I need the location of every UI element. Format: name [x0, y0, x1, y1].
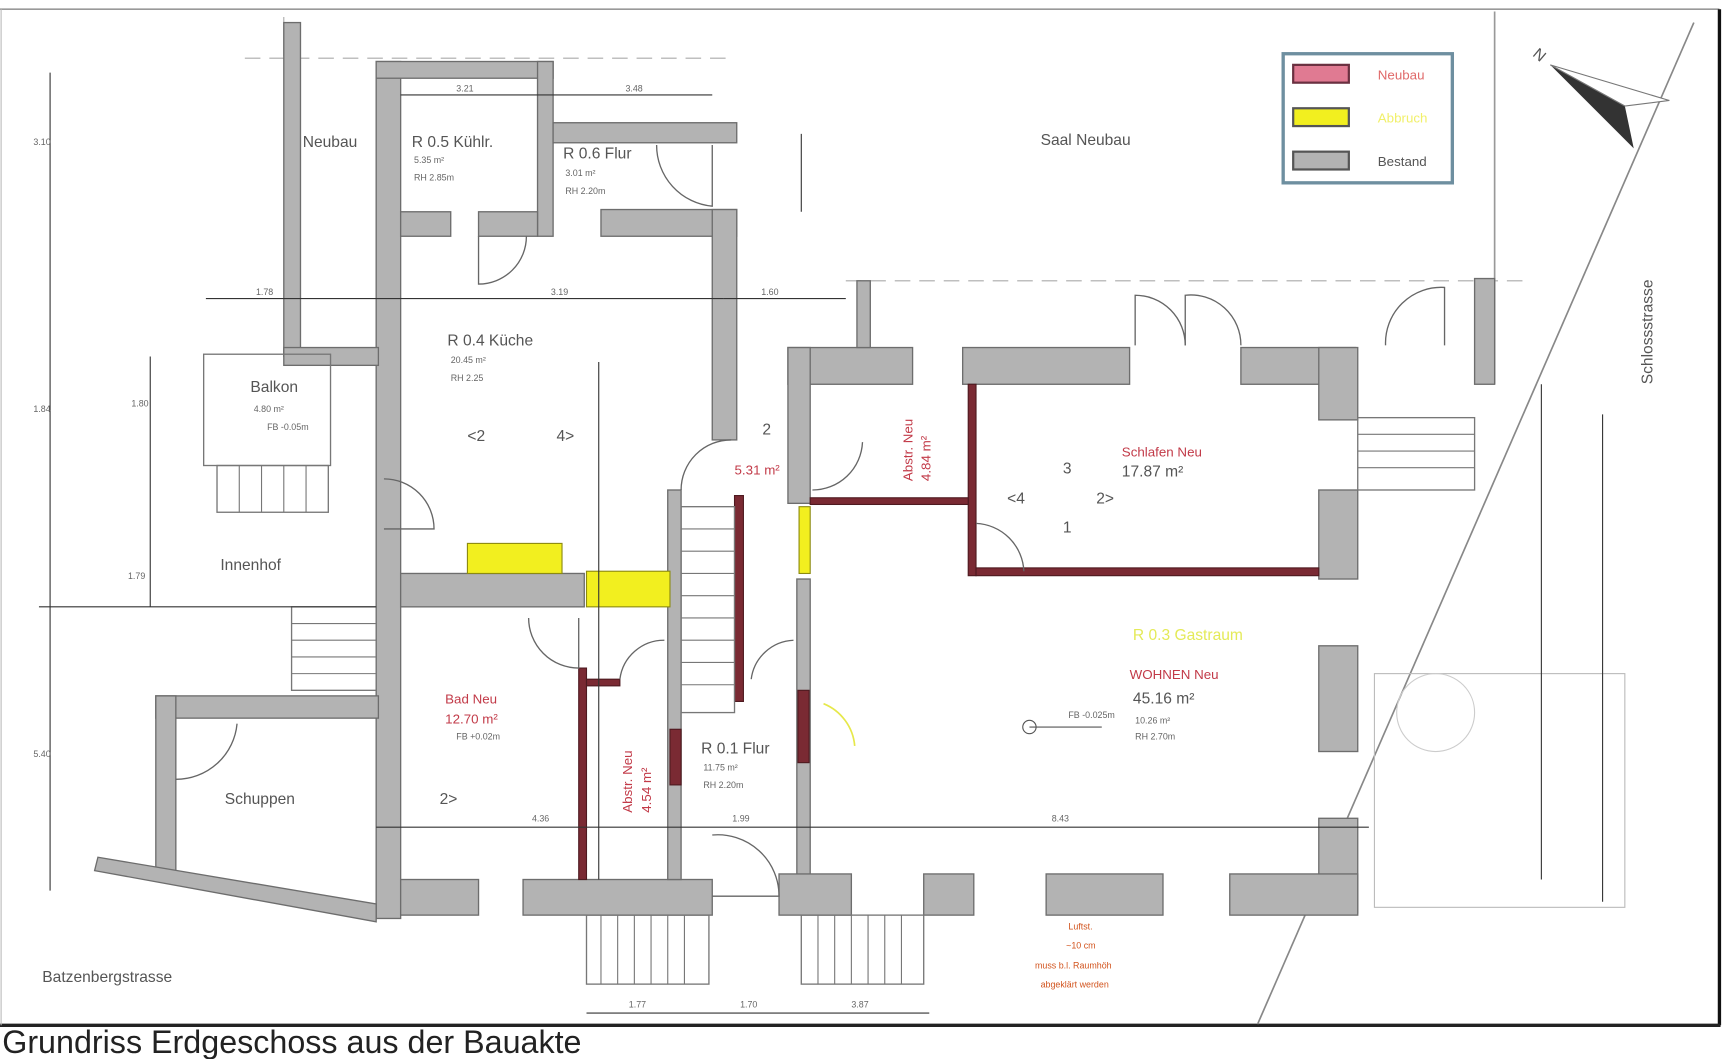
svg-text:Bad Neu: Bad Neu [445, 692, 497, 707]
area-neubau: Neubau [303, 134, 358, 151]
svg-text:2>: 2> [1096, 490, 1114, 507]
svg-text:1.78: 1.78 [256, 287, 273, 297]
legend: Neubau Abbruch Bestand [1281, 52, 1455, 185]
legend-swatch-abbruch [1292, 107, 1350, 128]
legend-label-abbruch: Abbruch [1378, 111, 1428, 126]
svg-text:4.36: 4.36 [532, 814, 549, 824]
svg-text:45.16 m²: 45.16 m² [1133, 691, 1194, 708]
svg-text:RH 2.70m: RH 2.70m [1135, 731, 1175, 741]
svg-text:muss b.l. Raumhöh: muss b.l. Raumhöh [1035, 961, 1112, 971]
labels: Neubau Saal Neubau Innenhof R 0.5 Kühlr.… [33, 84, 1656, 1010]
svg-text:3: 3 [1063, 460, 1072, 477]
svg-text:R 0.4 Küche: R 0.4 Küche [447, 332, 533, 349]
svg-text:1.84: 1.84 [33, 404, 50, 414]
svg-text:17.87 m²: 17.87 m² [1122, 464, 1183, 481]
svg-text:<2: <2 [467, 428, 485, 445]
svg-text:8.43: 8.43 [1052, 814, 1069, 824]
plan-frame [0, 8, 1722, 1027]
svg-text:Schlafen Neu: Schlafen Neu [1122, 445, 1202, 460]
svg-text:Balkon: Balkon [250, 379, 298, 396]
svg-text:12.70 m²: 12.70 m² [445, 712, 498, 727]
svg-text:1.77: 1.77 [629, 999, 646, 1009]
dimension-lines [38, 72, 1604, 1014]
svg-text:1.80: 1.80 [131, 399, 148, 409]
svg-text:20.45 m²: 20.45 m² [451, 355, 486, 365]
street-schlossstrasse: Schlossstrasse [1640, 280, 1657, 385]
svg-text:3.87: 3.87 [851, 999, 868, 1009]
svg-text:1.60: 1.60 [761, 287, 778, 297]
caption: Grundriss Erdgeschoss aus der Bauakte [2, 1024, 581, 1059]
svg-text:FB -0.025m: FB -0.025m [1068, 710, 1114, 720]
legend-swatch-neubau [1292, 63, 1350, 84]
svg-text:1.70: 1.70 [740, 999, 757, 1009]
svg-text:2: 2 [762, 421, 771, 438]
svg-text:Abstr. Neu: Abstr. Neu [901, 419, 916, 481]
svg-text:5.35 m²: 5.35 m² [414, 155, 444, 165]
svg-text:3.01 m²: 3.01 m² [565, 168, 595, 178]
doors [175, 144, 1446, 897]
svg-text:10.26 m²: 10.26 m² [1135, 716, 1170, 726]
svg-text:RH 2.25: RH 2.25 [451, 373, 484, 383]
svg-text:RH 2.20m: RH 2.20m [703, 780, 743, 790]
existing-walls [93, 21, 1496, 923]
svg-text:Abstr. Neu: Abstr. Neu [620, 750, 635, 812]
svg-text:R 0.1 Flur: R 0.1 Flur [701, 741, 769, 758]
svg-text:R 0.5 Kühlr.: R 0.5 Kühlr. [412, 134, 493, 151]
svg-text:RH 2.85m: RH 2.85m [414, 173, 454, 183]
area-innenhof: Innenhof [220, 557, 281, 574]
note: Luftst. ~10 cm muss b.l. Raumhöh abgeklä… [1035, 922, 1112, 990]
stairs [202, 353, 1476, 985]
svg-text:11.75 m²: 11.75 m² [703, 762, 737, 772]
svg-text:4.80 m²: 4.80 m² [254, 404, 284, 414]
svg-text:5.40: 5.40 [33, 749, 50, 759]
svg-text:Schuppen: Schuppen [225, 791, 295, 808]
svg-text:4.84 m²: 4.84 m² [918, 435, 933, 481]
demolition-parts [466, 506, 811, 608]
svg-text:~10 cm: ~10 cm [1066, 941, 1095, 951]
svg-text:<4: <4 [1007, 490, 1025, 507]
legend-swatch-bestand [1292, 150, 1350, 171]
svg-text:R 0.3 Gastraum: R 0.3 Gastraum [1133, 627, 1243, 644]
new-walls [578, 383, 1320, 881]
area-saal: Saal Neubau [1041, 132, 1131, 149]
svg-text:RH 2.20m: RH 2.20m [565, 186, 605, 196]
svg-text:FB -0.05m: FB -0.05m [267, 422, 309, 432]
svg-text:3.10: 3.10 [33, 137, 50, 147]
svg-text:1: 1 [1063, 519, 1072, 536]
svg-text:3.21: 3.21 [456, 84, 473, 94]
svg-text:4.54 m²: 4.54 m² [639, 767, 654, 813]
svg-text:3.19: 3.19 [551, 287, 568, 297]
svg-text:WOHNEN Neu: WOHNEN Neu [1130, 667, 1219, 682]
svg-text:Luftst.: Luftst. [1068, 922, 1092, 932]
svg-text:1.79: 1.79 [128, 571, 145, 581]
legend-label-neubau: Neubau [1378, 67, 1425, 82]
svg-text:R 0.6 Flur: R 0.6 Flur [563, 145, 631, 162]
svg-text:5.31 m²: 5.31 m² [735, 462, 781, 477]
svg-text:3.48: 3.48 [625, 84, 642, 94]
svg-text:4>: 4> [556, 428, 574, 445]
svg-text:1.99: 1.99 [732, 814, 749, 824]
svg-text:N: N [1529, 45, 1549, 65]
svg-text:FB +0.02m: FB +0.02m [456, 731, 500, 741]
legend-label-bestand: Bestand [1378, 154, 1427, 169]
svg-text:abgeklärt werden: abgeklärt werden [1041, 979, 1109, 989]
svg-text:2>: 2> [440, 791, 458, 808]
north-arrow-icon: N [1529, 45, 1670, 149]
street-batzenbergstrasse: Batzenbergstrasse [42, 969, 172, 986]
